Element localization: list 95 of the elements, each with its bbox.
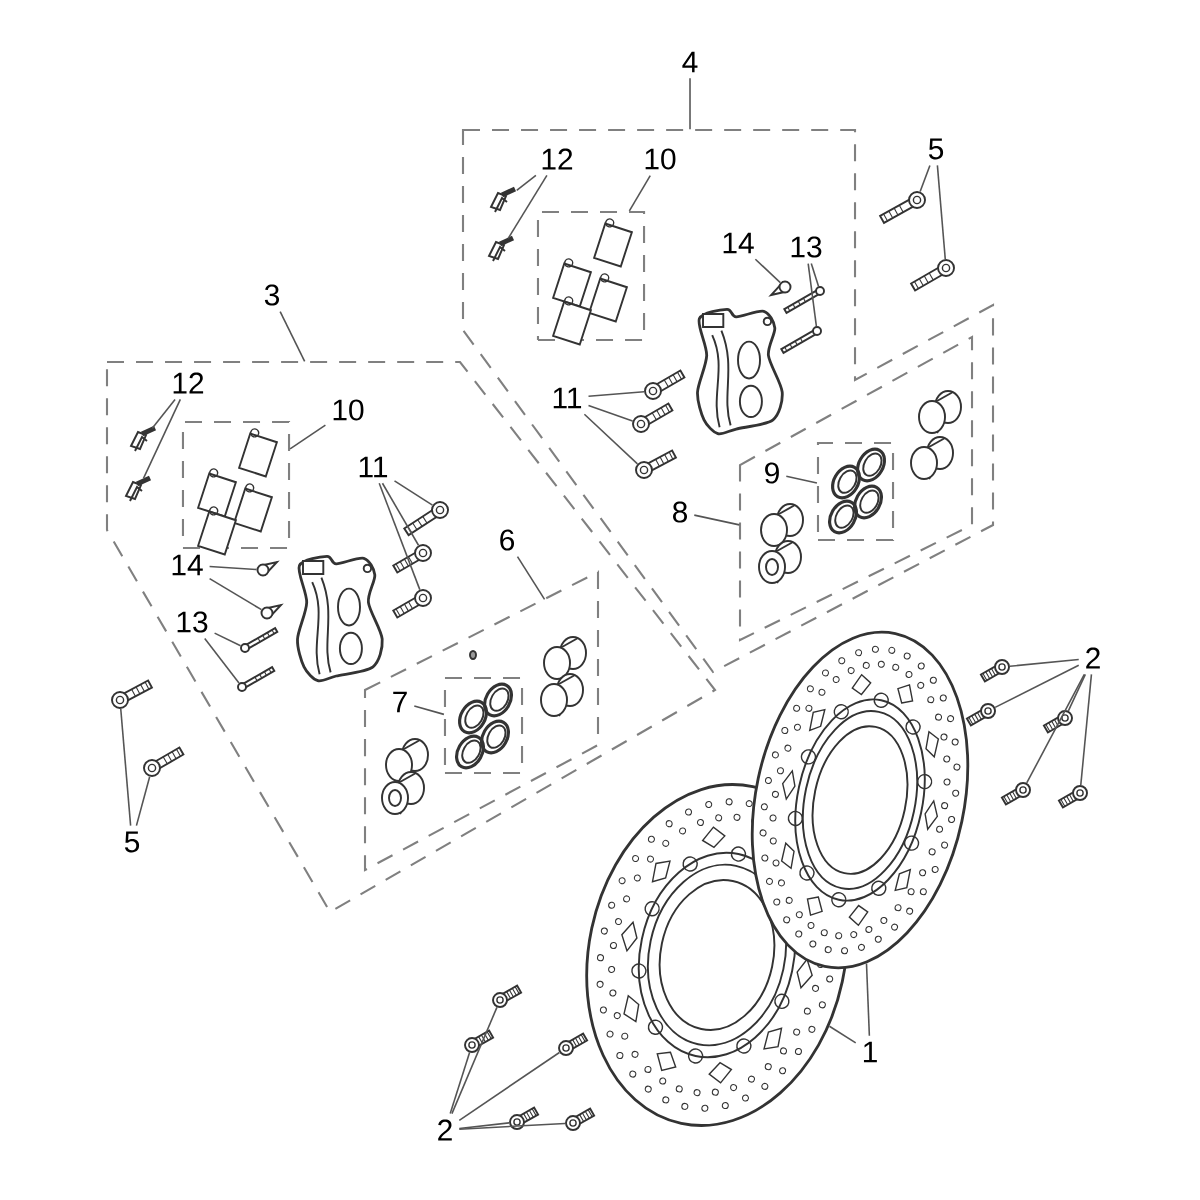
caliper-pin xyxy=(780,326,822,355)
callout-number: 8 xyxy=(673,501,688,523)
bolt xyxy=(509,1106,540,1130)
leader-line xyxy=(1067,673,1087,712)
leader-line xyxy=(693,514,741,526)
leader-line xyxy=(587,390,645,398)
leader-line xyxy=(828,1025,857,1044)
bolt xyxy=(558,1032,589,1056)
callout-number: 5 xyxy=(124,831,140,853)
bolt xyxy=(965,703,996,727)
bolt xyxy=(878,191,926,225)
bolt xyxy=(464,1029,495,1053)
leader-line xyxy=(203,637,240,684)
brake-pad-set xyxy=(536,210,646,346)
dashed-group-outline xyxy=(738,335,974,642)
leader-line xyxy=(458,1122,566,1131)
bolt xyxy=(111,679,154,709)
dashed-group-outline xyxy=(461,128,995,674)
callout-number: 10 xyxy=(645,148,676,170)
bleed-nipple xyxy=(768,280,792,297)
callout-number: 6 xyxy=(500,529,515,551)
callout-number: 10 xyxy=(333,399,364,421)
leader-line xyxy=(936,164,947,260)
leader-line xyxy=(1080,673,1093,786)
leader-line xyxy=(507,174,548,240)
seal-set xyxy=(443,676,524,775)
bolt xyxy=(492,984,523,1008)
callout-number: 1 xyxy=(863,1041,877,1063)
bolt xyxy=(909,259,955,292)
bolt xyxy=(143,746,185,777)
leader-line xyxy=(807,262,818,327)
bolt xyxy=(1042,710,1073,734)
leader-line xyxy=(515,174,537,192)
bolt xyxy=(644,369,686,400)
caliper-pin xyxy=(783,286,825,315)
leader-line xyxy=(381,482,420,547)
leader-line xyxy=(458,1051,561,1122)
leader-line xyxy=(208,577,263,611)
leader-line xyxy=(413,705,445,716)
leader-line xyxy=(135,775,151,827)
bolt xyxy=(632,402,674,433)
seal-set xyxy=(816,441,895,542)
leader-line xyxy=(516,555,546,601)
leader-line xyxy=(213,632,242,647)
leader-line xyxy=(994,664,1080,709)
callout-number: 14 xyxy=(723,232,754,254)
callout-number: 12 xyxy=(173,372,204,394)
leader-line xyxy=(785,475,818,484)
bolt xyxy=(392,544,432,574)
bolt xyxy=(392,589,432,619)
leader-line xyxy=(378,482,421,591)
leader-line xyxy=(449,1051,471,1115)
callout-number: 2 xyxy=(1086,647,1100,669)
bleed-nipple xyxy=(256,560,280,577)
callout-number: 4 xyxy=(682,51,698,73)
bolt xyxy=(1057,785,1088,809)
leader-line xyxy=(583,413,639,465)
callout-number: 13 xyxy=(177,611,208,633)
bolt xyxy=(635,449,678,479)
bleed-nipple xyxy=(260,603,284,620)
callout-number: 7 xyxy=(393,691,407,713)
callout-number: 13 xyxy=(791,236,822,258)
callout-number: 5 xyxy=(928,138,944,160)
callout-number: 2 xyxy=(438,1119,452,1141)
callout-number: 9 xyxy=(765,462,779,484)
leader-line xyxy=(142,398,182,480)
leader-line xyxy=(1025,673,1086,784)
bolt xyxy=(565,1107,596,1131)
leader-line xyxy=(919,164,931,193)
caliper-pin xyxy=(240,626,279,653)
bolt xyxy=(979,659,1010,683)
callout-number: 12 xyxy=(542,148,573,170)
leader-line xyxy=(279,310,306,363)
leader-line xyxy=(208,565,258,571)
leader-line xyxy=(810,262,820,288)
callout-number: 11 xyxy=(553,387,582,409)
caliper-pin xyxy=(237,665,276,692)
leader-line xyxy=(689,77,691,131)
leader-line xyxy=(865,962,871,1037)
leader-line xyxy=(587,404,634,422)
leader-line xyxy=(451,1006,498,1115)
leader-line xyxy=(1009,658,1080,667)
dashed-group-outline xyxy=(363,570,600,872)
callout-number: 11 xyxy=(359,456,388,478)
brake-pad-set xyxy=(181,420,291,556)
leader-line xyxy=(754,258,782,284)
leader-line xyxy=(119,708,132,827)
leader-line xyxy=(289,424,327,450)
leader-line xyxy=(458,1122,510,1130)
leader-line xyxy=(151,398,176,430)
callout-number: 14 xyxy=(172,554,203,576)
leader-line xyxy=(628,174,652,212)
callout-number: 3 xyxy=(264,284,279,306)
bolt xyxy=(1000,782,1031,806)
bolt xyxy=(402,501,449,537)
